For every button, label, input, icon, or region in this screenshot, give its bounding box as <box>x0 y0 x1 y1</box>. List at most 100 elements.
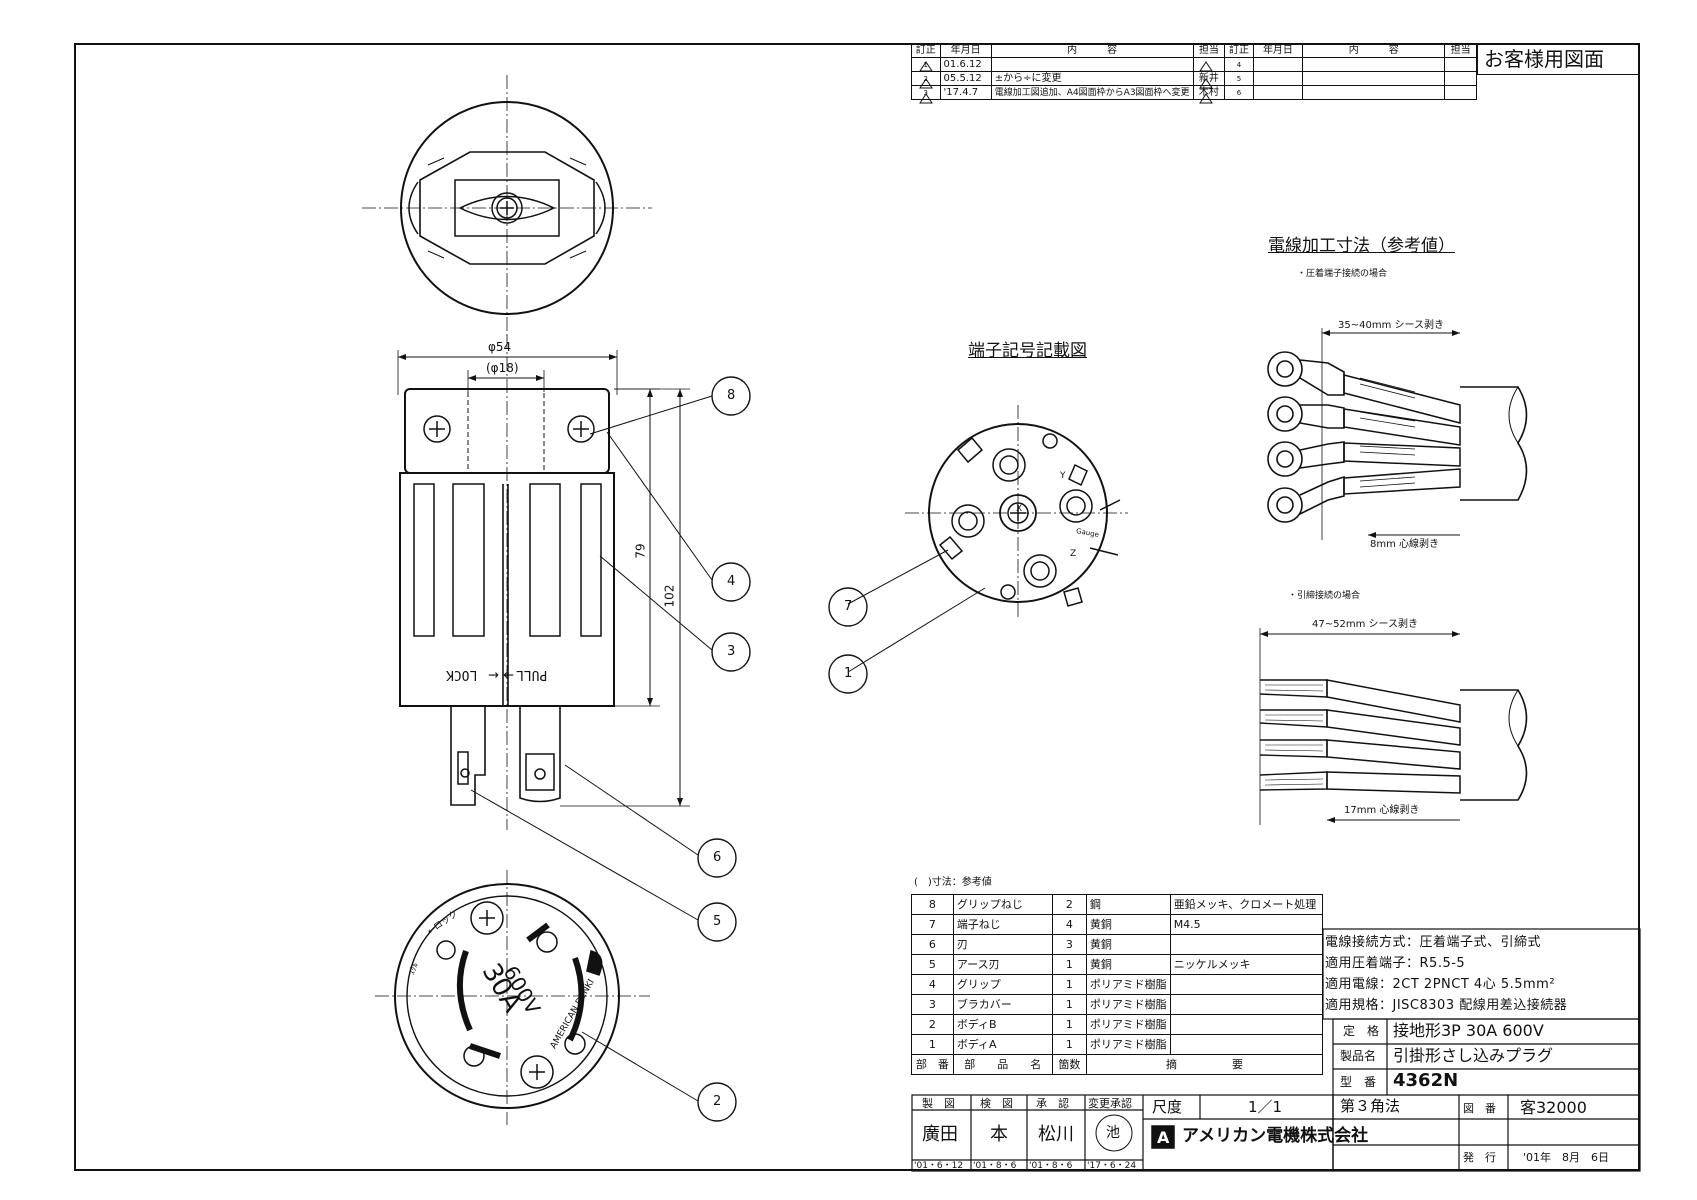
bom-cell-material: ポリアミド樹脂 <box>1085 974 1171 995</box>
callout-7: 7 <box>844 599 853 614</box>
rev-content: 電線加工図追加、A4図面枠からA3図面枠へ変更 <box>990 85 1194 100</box>
bom-cell-qty: 4 <box>1051 914 1087 935</box>
dim-inner-diameter: (φ18) <box>486 361 519 375</box>
bom-cell-name: グリップ <box>952 974 1053 995</box>
rev-header-content-2: 内 容 <box>1302 43 1446 58</box>
bom-cell-name: グリップねじ <box>952 894 1053 915</box>
bom-cell-no: 4 <box>911 974 954 995</box>
bom-cell-name: 刃 <box>952 934 1053 955</box>
callout-1: 1 <box>844 666 853 681</box>
customer-drawing-label: お客様用図面 <box>1484 47 1604 71</box>
callout-2: 2 <box>713 1094 722 1109</box>
terminal-x-label: X <box>1016 504 1023 514</box>
rating-label: 定 格 <box>1343 1024 1380 1038</box>
projection-method: 第３角法 <box>1340 1097 1401 1115</box>
rating-value: 接地形3P 30A 600V <box>1393 1021 1544 1040</box>
rev-by <box>1192 57 1226 72</box>
checker-name: 本 <box>990 1124 1008 1145</box>
bom-cell-material: ポリアミド樹脂 <box>1085 1034 1171 1055</box>
change-approver-stamp: 池 <box>1106 1125 1120 1141</box>
bom-cell-material: ポリアミド樹脂 <box>1085 1014 1171 1035</box>
drawing-no-value: 客32000 <box>1520 1098 1587 1117</box>
bom-cell-material: 黄銅 <box>1085 954 1171 975</box>
callout-leaders <box>470 395 986 1102</box>
role-checker: 検 図 <box>980 1097 1013 1110</box>
rev-date: '17.4.7 <box>939 85 992 100</box>
dim-total-height: 102 <box>662 584 677 608</box>
drafter-date: '01・6・12 <box>914 1161 964 1171</box>
product-label: 製品名 <box>1340 1049 1377 1063</box>
spec-row: 適用圧着端子：R5.5-5 <box>1325 952 1465 971</box>
scale-label: 尺度 <box>1152 1098 1183 1116</box>
issue-date: '01年 8月 6日 <box>1523 1151 1610 1164</box>
bom-cell-remarks: M4.5 <box>1169 914 1324 935</box>
rev-header-by: 担当 <box>1192 43 1226 58</box>
spec-row: 適用規格：JISC8303 配線用差込接続器 <box>1325 994 1567 1013</box>
spec-value: ：圧着端子式、引締式 <box>1406 935 1542 950</box>
bom-cell-name: ボディA <box>952 1034 1053 1055</box>
model-label: 型 番 <box>1340 1075 1377 1089</box>
rev-by: 木村 <box>1192 85 1226 100</box>
rev-header-content: 内 容 <box>990 43 1194 58</box>
bom-cell-remarks <box>1169 1014 1324 1035</box>
bom-cell-no: 8 <box>911 894 954 915</box>
bom-cell-name: アース刃 <box>952 954 1053 975</box>
callout-8: 8 <box>727 388 736 403</box>
bom-cell-remarks <box>1169 974 1324 995</box>
spec-label: 適用圧着端子 <box>1325 956 1407 971</box>
revision-table: 訂正 年月日 内 容 担当 訂正 年月日 内 容 担当 1 01.6.12 4 … <box>911 43 1477 100</box>
spec-block <box>1322 928 1641 1020</box>
bom-cell-qty: 1 <box>1051 1014 1087 1035</box>
issue-label: 発 行 <box>1463 1151 1496 1164</box>
bom-footer-row: 部 番 部 品 名 箇数 摘 要 <box>911 1054 1324 1075</box>
crimp-connection-note: ・圧着端子接続の場合 <box>1297 269 1388 279</box>
terminal-diagram-title: 端子記号記載図 <box>968 341 1087 361</box>
callout-circles <box>697 376 868 1122</box>
bom-cell-no: 5 <box>911 954 954 975</box>
bom-cell-qty: 1 <box>1051 994 1087 1015</box>
approval-stamp <box>1095 1114 1133 1152</box>
terminal-y-label: Y <box>1060 471 1066 481</box>
company-name: アメリカン電機株式会社 <box>1182 1126 1369 1146</box>
role-drafter: 製 図 <box>922 1097 955 1110</box>
rev-mark: 4 <box>1224 57 1254 72</box>
bom-header-remarks: 摘 要 <box>1085 1054 1324 1075</box>
rev-header-date-2: 年月日 <box>1252 43 1304 58</box>
crimp-sheath-length: 35~40mm シース剥き <box>1338 320 1444 331</box>
approver-name: 松川 <box>1038 1124 1074 1145</box>
callout-6: 6 <box>713 850 722 865</box>
spec-label: 適用電線 <box>1325 977 1380 992</box>
bom-header-qty: 箇数 <box>1051 1054 1087 1075</box>
checker-date: '01・8・6 <box>973 1161 1017 1171</box>
role-change-approver: 変更承認 <box>1088 1097 1132 1110</box>
screw-connection-note: ・引締接続の場合 <box>1288 591 1361 601</box>
drafter-name: 廣田 <box>922 1124 958 1145</box>
spec-label: 電線接続方式 <box>1325 935 1407 950</box>
model-value: 4362N <box>1393 1070 1459 1091</box>
screw-sheath-length: 47~52mm シース剥き <box>1312 619 1418 630</box>
terminal-diagram <box>905 405 1128 620</box>
rev-mark: 3 <box>911 85 941 100</box>
rev-by: 新井 <box>1192 71 1226 86</box>
bom-header-name: 部 品 名 <box>952 1054 1053 1075</box>
wire-processing-title: 電線加工寸法（参考値） <box>1268 236 1455 256</box>
rev-content: ±から÷に変更 <box>990 71 1194 86</box>
rev-mark: 2 <box>911 71 941 86</box>
change-approver-date: '17・6・24 <box>1087 1161 1137 1171</box>
spec-row: 電線接続方式：圧着端子式、引締式 <box>1325 931 1541 950</box>
bom-header-no: 部 番 <box>911 1054 954 1075</box>
wire-diagram-crimp <box>1267 328 1528 540</box>
bom-cell-qty: 2 <box>1051 894 1087 915</box>
rev-header-mark: 訂正 <box>911 43 941 58</box>
bom-cell-qty: 1 <box>1051 1034 1087 1055</box>
rev-header-by-2: 担当 <box>1444 43 1477 58</box>
spec-label: 適用規格 <box>1325 998 1380 1013</box>
